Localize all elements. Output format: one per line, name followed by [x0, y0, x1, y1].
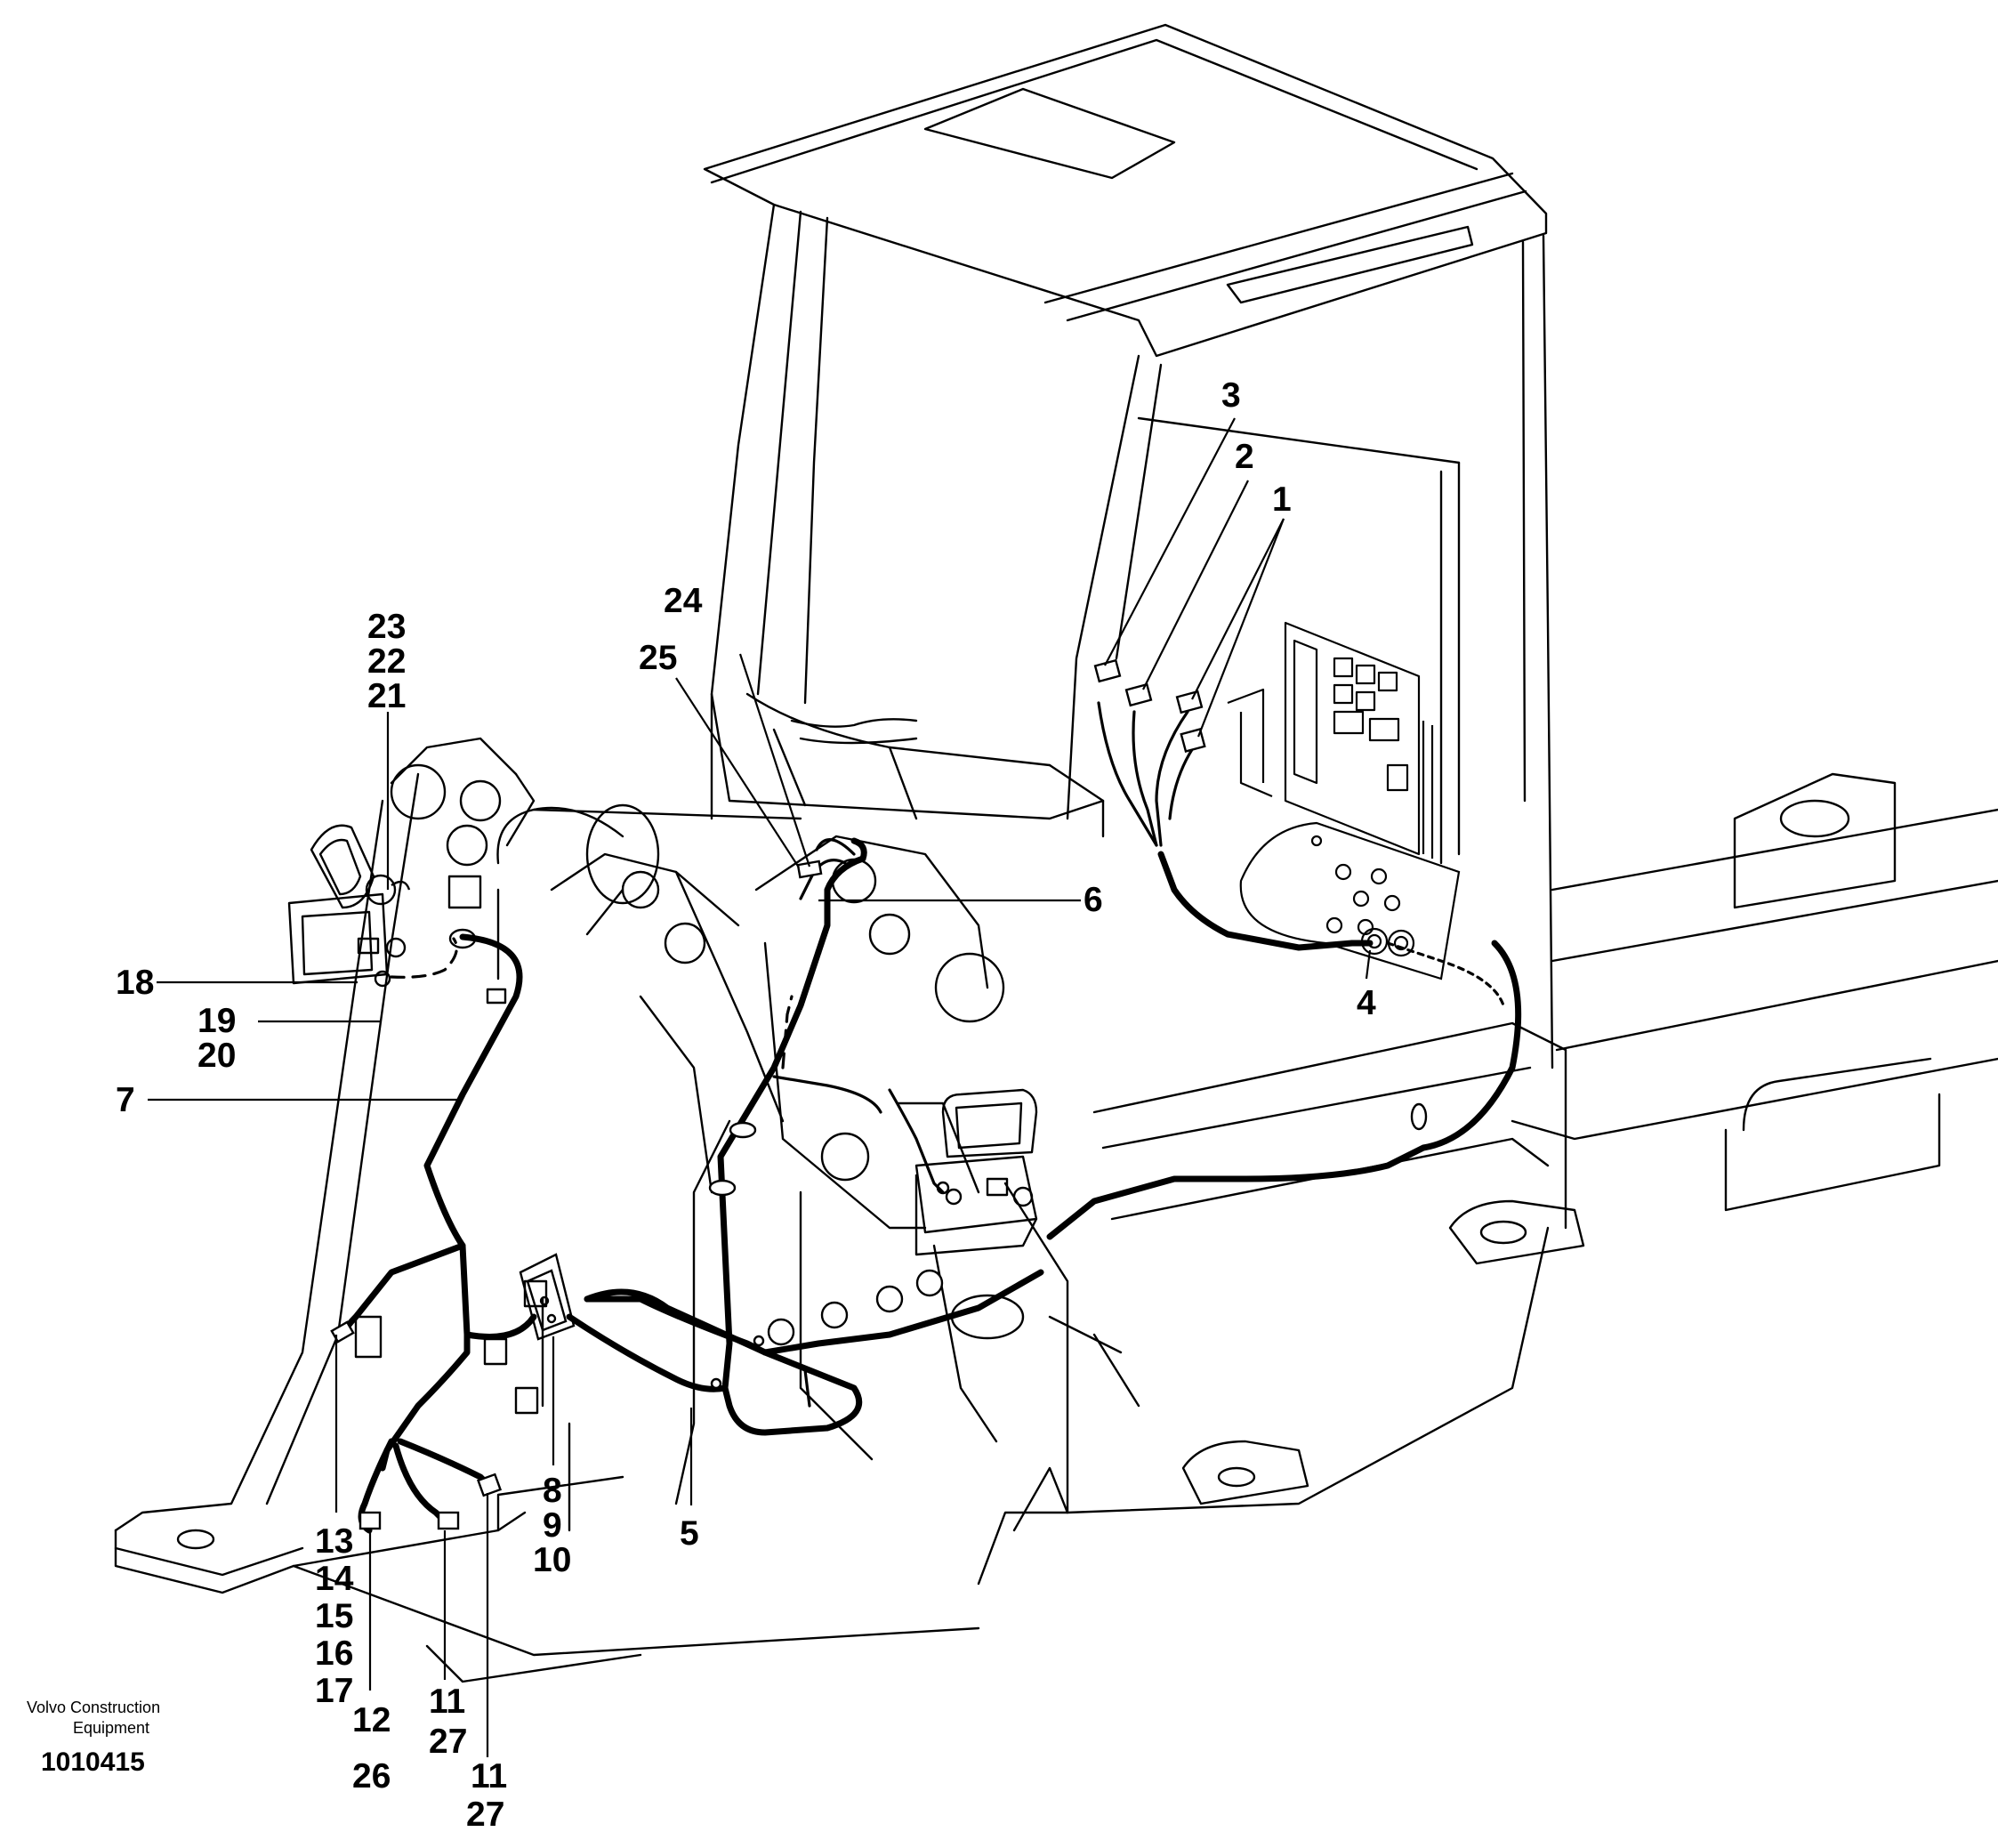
- callout-13: 13: [315, 1522, 353, 1561]
- callout-8: 8: [543, 1472, 562, 1510]
- callout-10: 10: [533, 1541, 571, 1579]
- callout-2: 2: [1235, 438, 1254, 476]
- callout-20: 20: [197, 1037, 236, 1075]
- callout-3: 3: [1221, 376, 1241, 415]
- callout-18: 18: [116, 964, 154, 1002]
- callout-26: 26: [352, 1757, 391, 1796]
- wiring-harness: [339, 837, 1522, 1534]
- callout-11-b: 11: [471, 1757, 507, 1796]
- callout-1: 1: [1272, 480, 1292, 519]
- callout-5: 5: [680, 1514, 699, 1553]
- bulkhead-connector-plate: [1239, 821, 1461, 980]
- callout-21: 21: [367, 677, 406, 715]
- cab-outline: [703, 23, 1554, 1069]
- callout-6: 6: [1084, 881, 1103, 919]
- callout-23: 23: [367, 608, 406, 646]
- leader-lines: [148, 417, 1372, 1757]
- drawing-footer: Volvo Construction Equipment 1010415: [27, 1699, 160, 1777]
- callout-4: 4: [1357, 984, 1376, 1022]
- callout-12: 12: [352, 1701, 391, 1739]
- callout-numbers: 3 2 1 4 24 25 6 23 22 21 18 19 20 7 8 9 …: [116, 376, 1376, 1834]
- right-work-lamp: [914, 1088, 1038, 1256]
- callout-16: 16: [315, 1634, 353, 1673]
- callout-19: 19: [197, 1002, 236, 1040]
- publisher-line-2: Equipment: [73, 1719, 149, 1737]
- rear-frame-outline: [950, 772, 1998, 1586]
- connector-plugs: [330, 658, 1428, 1530]
- callout-27-a: 27: [429, 1723, 467, 1761]
- callout-15: 15: [315, 1597, 353, 1635]
- callout-22: 22: [367, 642, 406, 681]
- loader-frame-outline: [114, 737, 1005, 1683]
- callout-25: 25: [639, 639, 677, 677]
- left-work-lamp: [287, 824, 411, 988]
- callout-11-a: 11: [429, 1683, 465, 1721]
- callout-7: 7: [116, 1081, 135, 1119]
- callout-17: 17: [315, 1672, 353, 1710]
- callout-27-b: 27: [466, 1796, 504, 1834]
- drawing-number: 1010415: [41, 1747, 145, 1777]
- fuse-relay-board: [1227, 621, 1434, 859]
- publisher-line-1: Volvo Construction: [27, 1699, 160, 1716]
- callout-14: 14: [315, 1560, 354, 1598]
- callout-9: 9: [543, 1506, 562, 1545]
- callout-24: 24: [664, 582, 703, 620]
